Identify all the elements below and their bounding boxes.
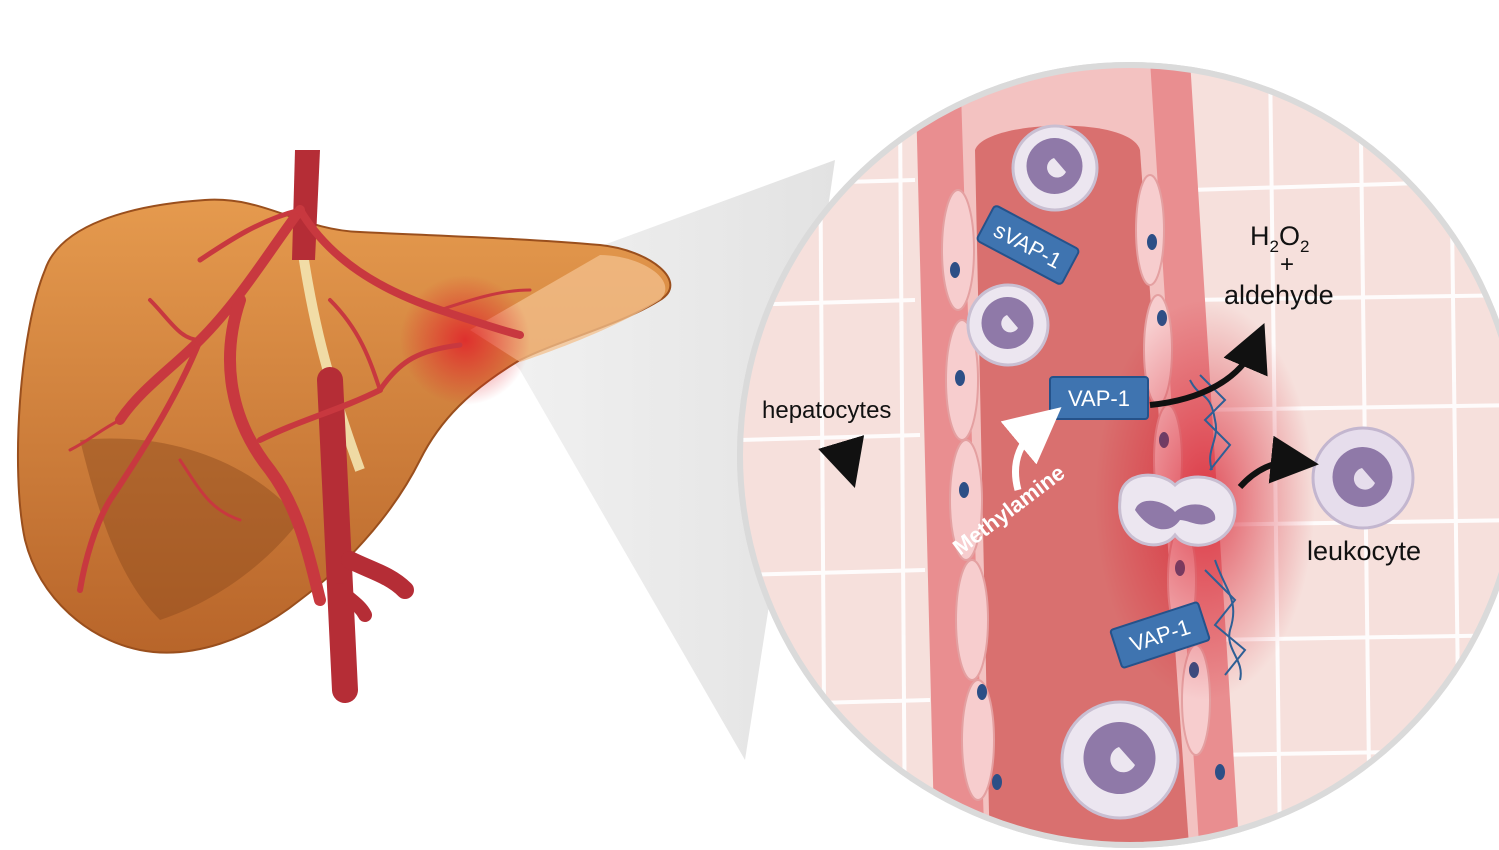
leukocyte-cell <box>968 285 1048 365</box>
subscript-2: 2 <box>1300 237 1309 256</box>
vap1-tag-top: VAP-1 <box>1050 377 1148 419</box>
hepatocytes-label: hepatocytes <box>762 397 891 424</box>
transmigrating-leukocyte <box>1120 475 1235 545</box>
plus-sign: + <box>1280 251 1294 278</box>
leukocyte-label: leukocyte <box>1307 536 1421 566</box>
aldehyde-label: aldehyde <box>1224 280 1334 310</box>
o-text: O <box>1279 221 1300 251</box>
h-text: H <box>1250 221 1270 251</box>
leukocyte-cell <box>1013 126 1097 210</box>
leukocyte-cell <box>1062 702 1178 818</box>
leukocyte-outside <box>1313 428 1413 528</box>
subscript-1: 2 <box>1270 237 1279 256</box>
vap1-label-top: VAP-1 <box>1068 386 1130 411</box>
